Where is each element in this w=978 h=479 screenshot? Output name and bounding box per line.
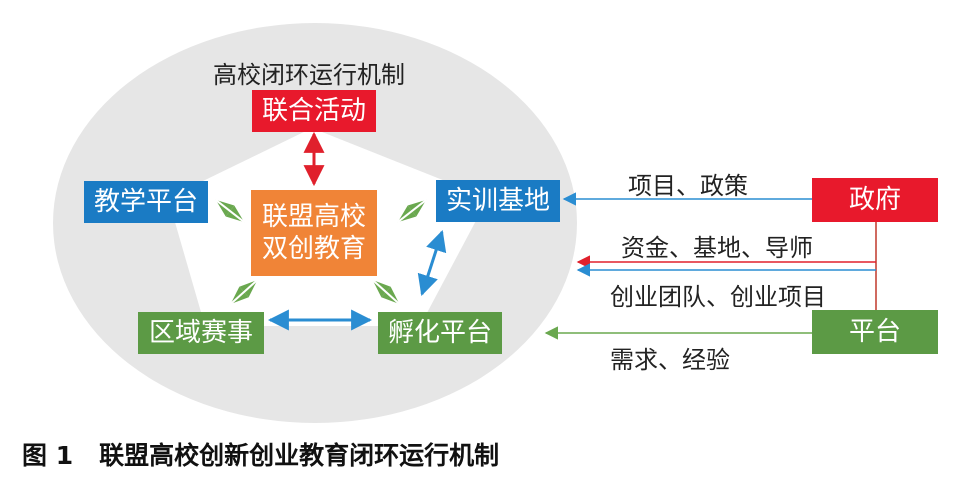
flow-teams-projects: 创业团队、创业项目 (610, 283, 826, 311)
diagram-title: 高校闭环运行机制 (213, 61, 405, 89)
arrow-base-incubation (417, 230, 447, 296)
arrow-base-core (397, 199, 427, 223)
node-core: 联盟高校 双创教育 (251, 190, 377, 276)
caption-figure-no: 图 1 (22, 441, 74, 470)
node-platform: 平台 (812, 310, 938, 354)
node-training-base: 实训基地 (436, 180, 560, 222)
node-joint-activity: 联合活动 (252, 90, 376, 132)
flow-funds-base-mentor: 资金、基地、导师 (621, 234, 813, 262)
node-teaching-platform: 教学平台 (84, 181, 208, 223)
flow-projects-policy: 项目、政策 (628, 172, 748, 200)
arrow-incubation-core (371, 279, 401, 305)
flow-demand-experience: 需求、经验 (610, 346, 730, 374)
node-incubation-platform: 孵化平台 (378, 312, 502, 354)
figure-caption: 图 1 联盟高校创新创业教育闭环运行机制 (22, 436, 499, 472)
caption-text: 联盟高校创新创业教育闭环运行机制 (99, 441, 500, 470)
arrow-teaching-core (215, 199, 245, 223)
arrow-contest-core (229, 279, 259, 305)
node-core-line1: 联盟高校 (261, 201, 366, 232)
node-government: 政府 (812, 178, 938, 222)
node-regional-contest: 区域赛事 (138, 312, 264, 354)
node-core-line2: 双创教育 (261, 234, 366, 264)
